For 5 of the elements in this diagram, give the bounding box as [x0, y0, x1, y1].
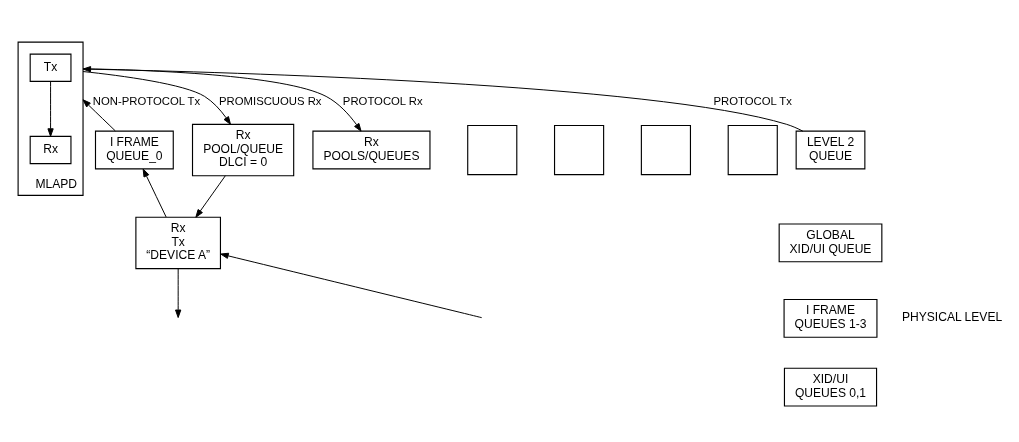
edge-label: NON-PROTOCOL Tx [92, 95, 200, 108]
edge-label: PROMISCUOUS Rx [218, 95, 322, 108]
edge-label: PROTOCOL Rx [342, 95, 423, 108]
label: PHYSICAL LEVEL [901, 310, 1002, 325]
edge-label: PROTOCOL Tx [713, 95, 792, 108]
